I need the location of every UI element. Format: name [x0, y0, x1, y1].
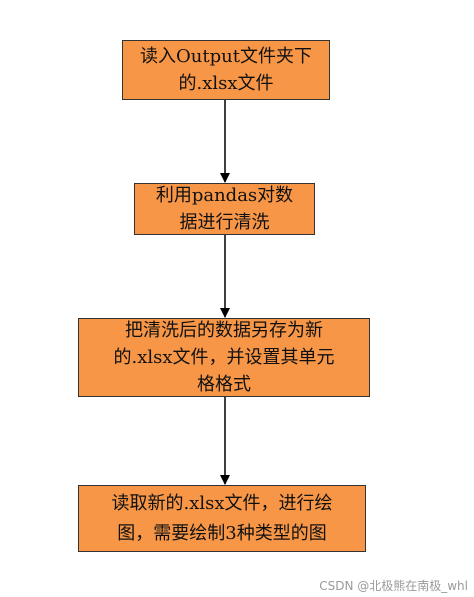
box-text-line: 图，需要绘制3种类型的图 — [117, 522, 327, 544]
process-box-read-and-plot: 读取新的.xlsx文件，进行绘 图，需要绘制3种类型的图 — [78, 485, 366, 552]
box-text-line: 的.xlsx文件，并设置其单元 — [113, 347, 335, 368]
box-text-line: 读取新的.xlsx文件，进行绘 — [111, 492, 333, 514]
process-box-read-output-files: 读入Output文件夹下 的.xlsx文件 — [122, 40, 330, 100]
process-box-save-new-xlsx: 把清洗后的数据另存为新 的.xlsx文件，并设置其单元 格格式 — [78, 318, 370, 397]
process-box-clean-data: 利用pandas对数 据进行清洗 — [134, 183, 315, 235]
box-text-line: 的.xlsx文件 — [178, 73, 274, 94]
watermark: CSDN @北极熊在南极_whl — [319, 579, 468, 593]
box-text-line: 格格式 — [197, 374, 251, 395]
box-text-line: 读入Output文件夹下 — [140, 46, 312, 67]
box-text-line: 把清洗后的数据另存为新 — [125, 320, 323, 341]
box-text-line: 据进行清洗 — [179, 212, 270, 233]
box-text-line: 利用pandas对数 — [155, 185, 294, 206]
